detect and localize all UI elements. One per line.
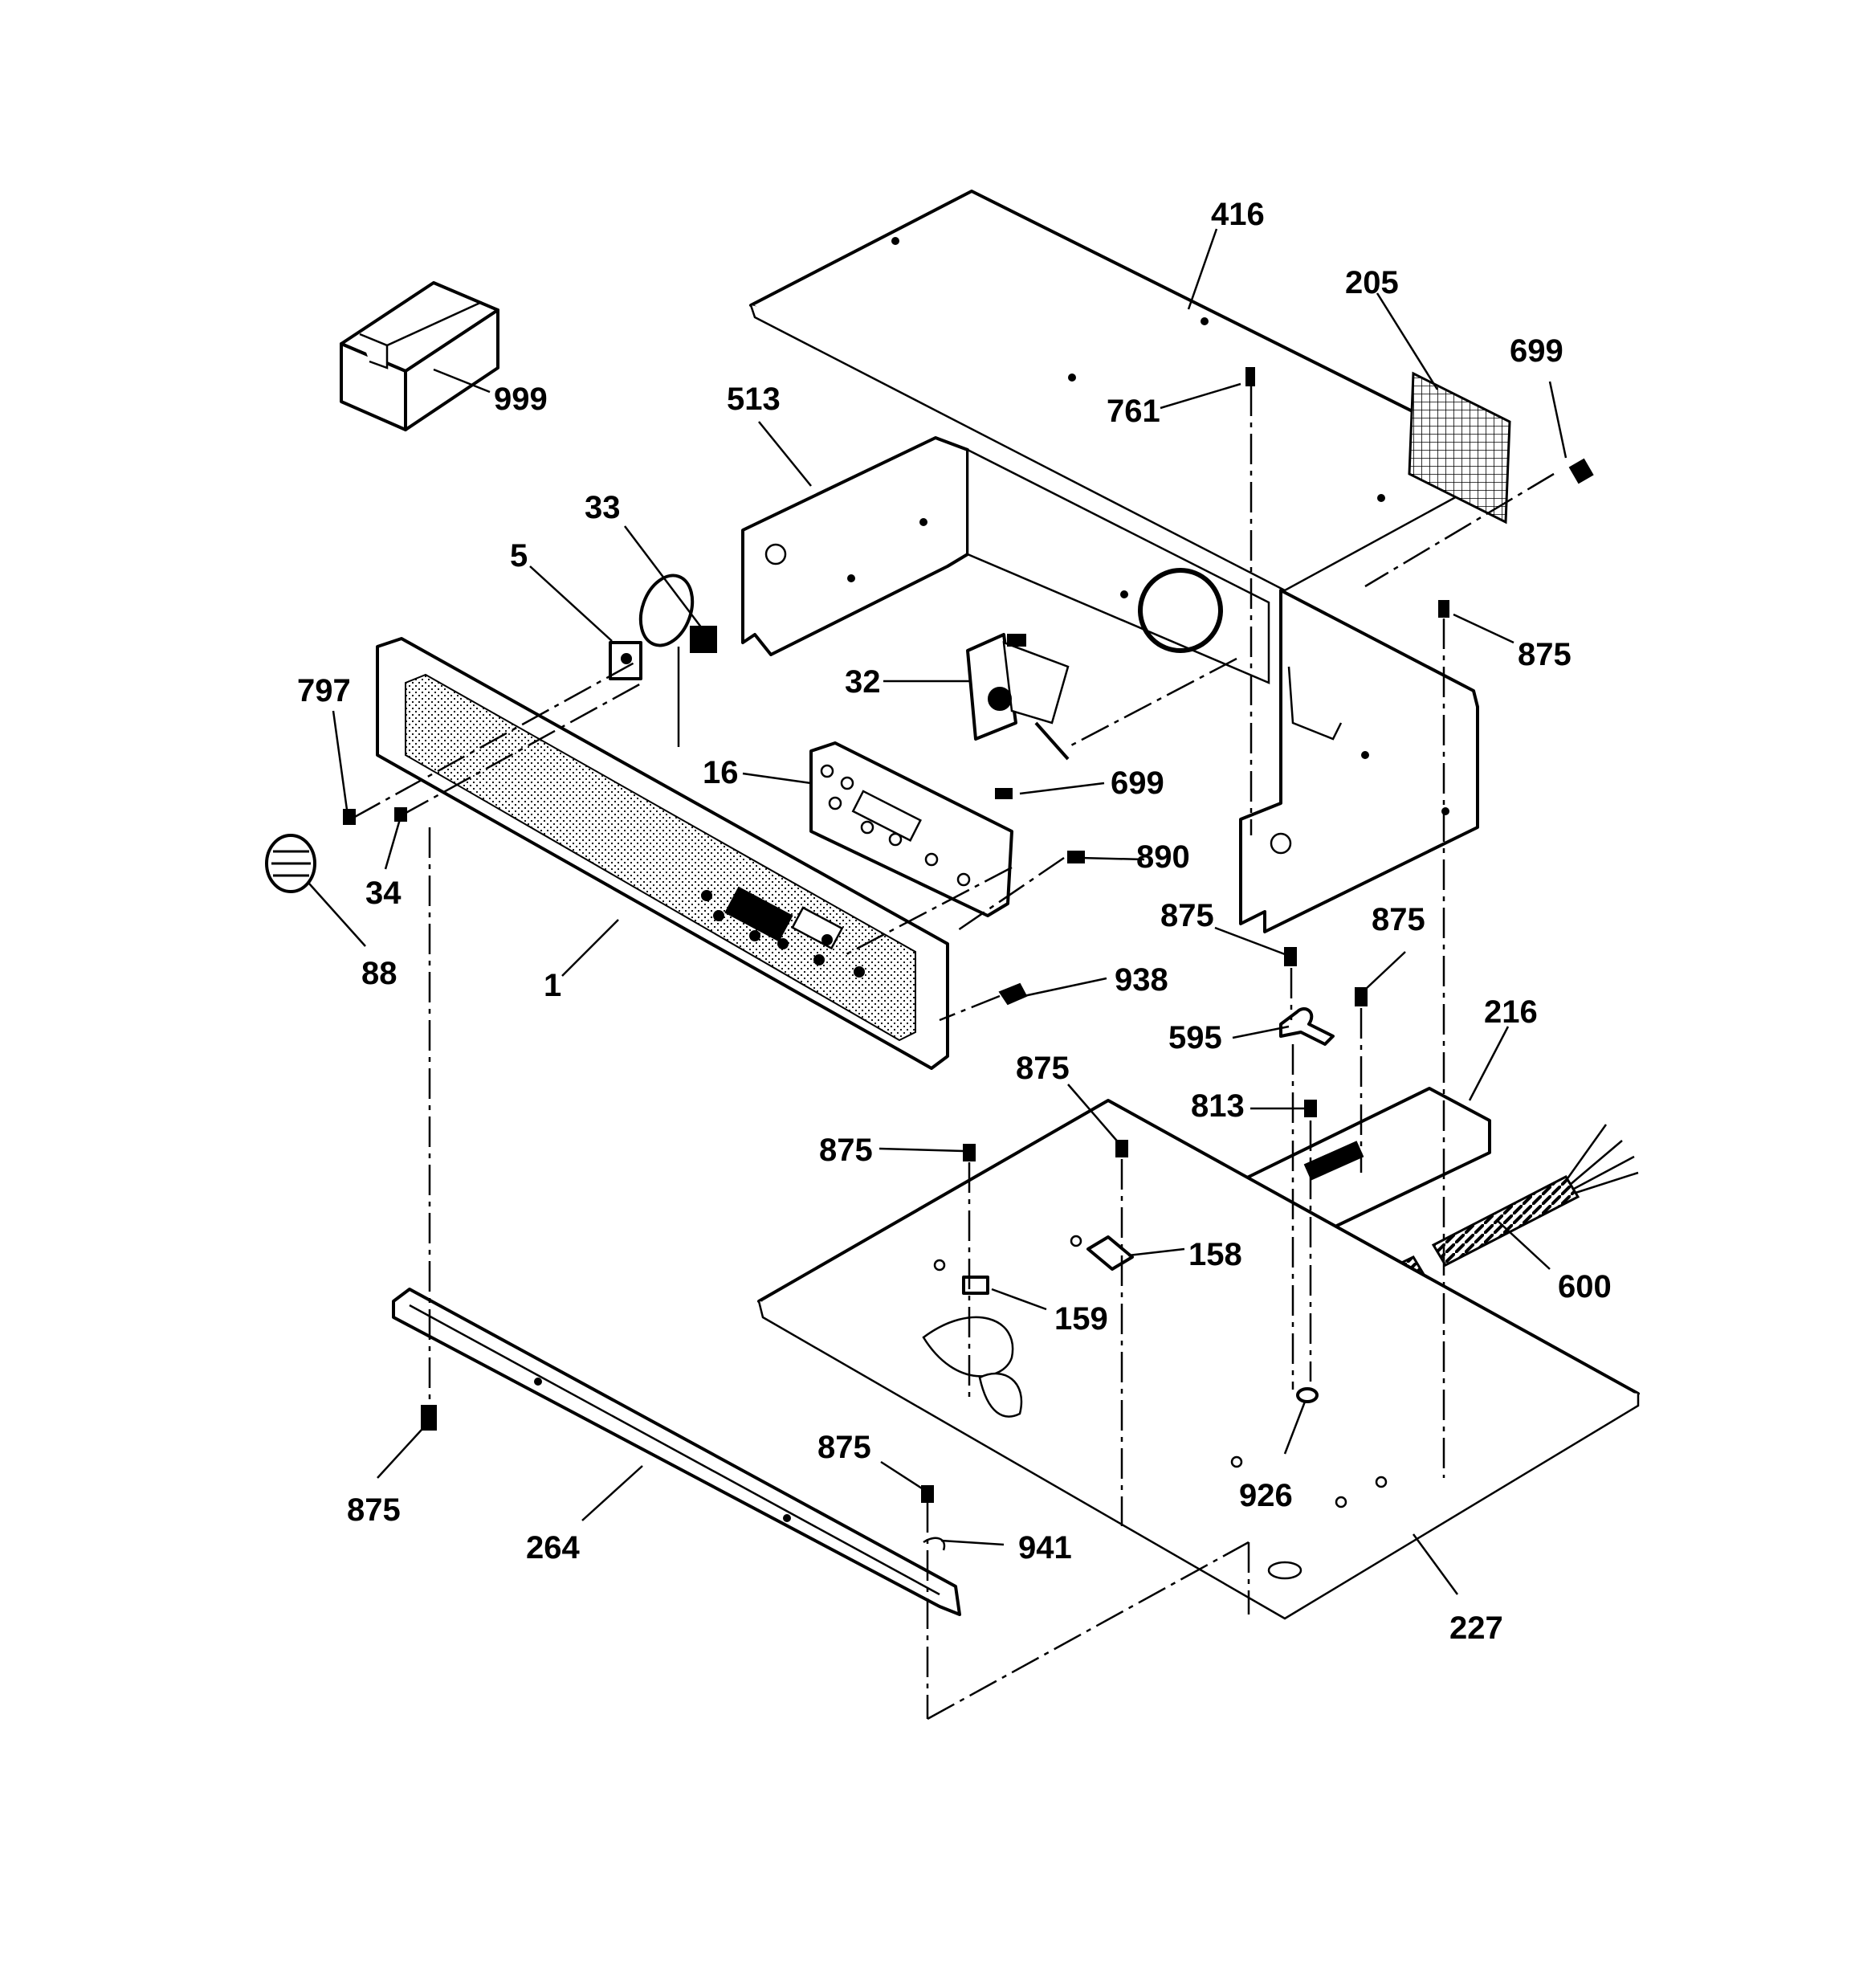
rear-housing-part bbox=[741, 436, 1270, 684]
carton-box-part bbox=[340, 281, 499, 431]
callout-264: 264 bbox=[526, 1530, 580, 1565]
front-rail-part bbox=[392, 1288, 961, 1616]
leader-lines bbox=[308, 228, 1567, 1595]
right-side-panel-part bbox=[1239, 589, 1479, 933]
callout-labels: 416 205 699 761 513 999 33 5 875 32 797 … bbox=[297, 197, 1612, 1646]
callout-416: 416 bbox=[1211, 197, 1265, 232]
clip-938-part bbox=[998, 982, 1028, 1006]
clip-941-part bbox=[923, 1537, 946, 1551]
callout-1: 1 bbox=[544, 968, 561, 1003]
callout-797: 797 bbox=[297, 673, 351, 708]
callout-595: 595 bbox=[1168, 1020, 1222, 1055]
callout-875-side-left: 875 bbox=[1160, 898, 1214, 933]
thermostat-159-part bbox=[962, 1276, 989, 1295]
control-panel-part bbox=[376, 637, 949, 1070]
callout-890: 890 bbox=[1136, 839, 1190, 875]
callout-88: 88 bbox=[361, 956, 397, 991]
callout-761: 761 bbox=[1107, 394, 1160, 429]
callout-875-rail: 875 bbox=[817, 1430, 871, 1465]
callout-16: 16 bbox=[703, 755, 739, 790]
callout-159: 159 bbox=[1054, 1301, 1108, 1337]
callout-33: 33 bbox=[585, 490, 621, 525]
callout-34: 34 bbox=[365, 876, 402, 911]
switch-part bbox=[609, 641, 642, 680]
washer-926-part bbox=[1296, 1387, 1319, 1403]
callout-158: 158 bbox=[1188, 1237, 1242, 1272]
screws bbox=[343, 367, 1594, 1503]
callout-999: 999 bbox=[494, 382, 548, 417]
callout-875-topright: 875 bbox=[1518, 637, 1572, 672]
blower-motor-part bbox=[966, 633, 1070, 761]
callout-938: 938 bbox=[1115, 962, 1168, 998]
callout-32: 32 bbox=[845, 664, 881, 700]
callout-699-mid: 699 bbox=[1111, 765, 1164, 801]
callout-813: 813 bbox=[1191, 1088, 1245, 1124]
callout-600: 600 bbox=[1558, 1269, 1612, 1304]
callout-941: 941 bbox=[1018, 1530, 1072, 1565]
callout-216: 216 bbox=[1484, 994, 1538, 1030]
callout-875-side-right: 875 bbox=[1372, 902, 1425, 937]
callout-227: 227 bbox=[1449, 1610, 1503, 1646]
top-cover-part bbox=[749, 190, 1507, 592]
control-board-part bbox=[809, 741, 1013, 917]
callout-926: 926 bbox=[1239, 1478, 1293, 1513]
callout-205: 205 bbox=[1345, 265, 1399, 300]
callout-5: 5 bbox=[510, 538, 528, 574]
knob-part bbox=[265, 834, 316, 893]
mesh-screen-part bbox=[1408, 371, 1511, 525]
base-plate-part bbox=[757, 1099, 1640, 1620]
callout-875-front: 875 bbox=[347, 1492, 401, 1528]
bracket-wire-part bbox=[638, 574, 717, 747]
callout-875-base-left: 875 bbox=[819, 1133, 873, 1168]
callout-699-top: 699 bbox=[1510, 333, 1563, 369]
assembly-guide-lines bbox=[353, 386, 1555, 1721]
callout-875-base-mid: 875 bbox=[1016, 1051, 1070, 1086]
callout-513: 513 bbox=[727, 382, 781, 417]
clamp-595-part bbox=[1279, 1007, 1335, 1046]
